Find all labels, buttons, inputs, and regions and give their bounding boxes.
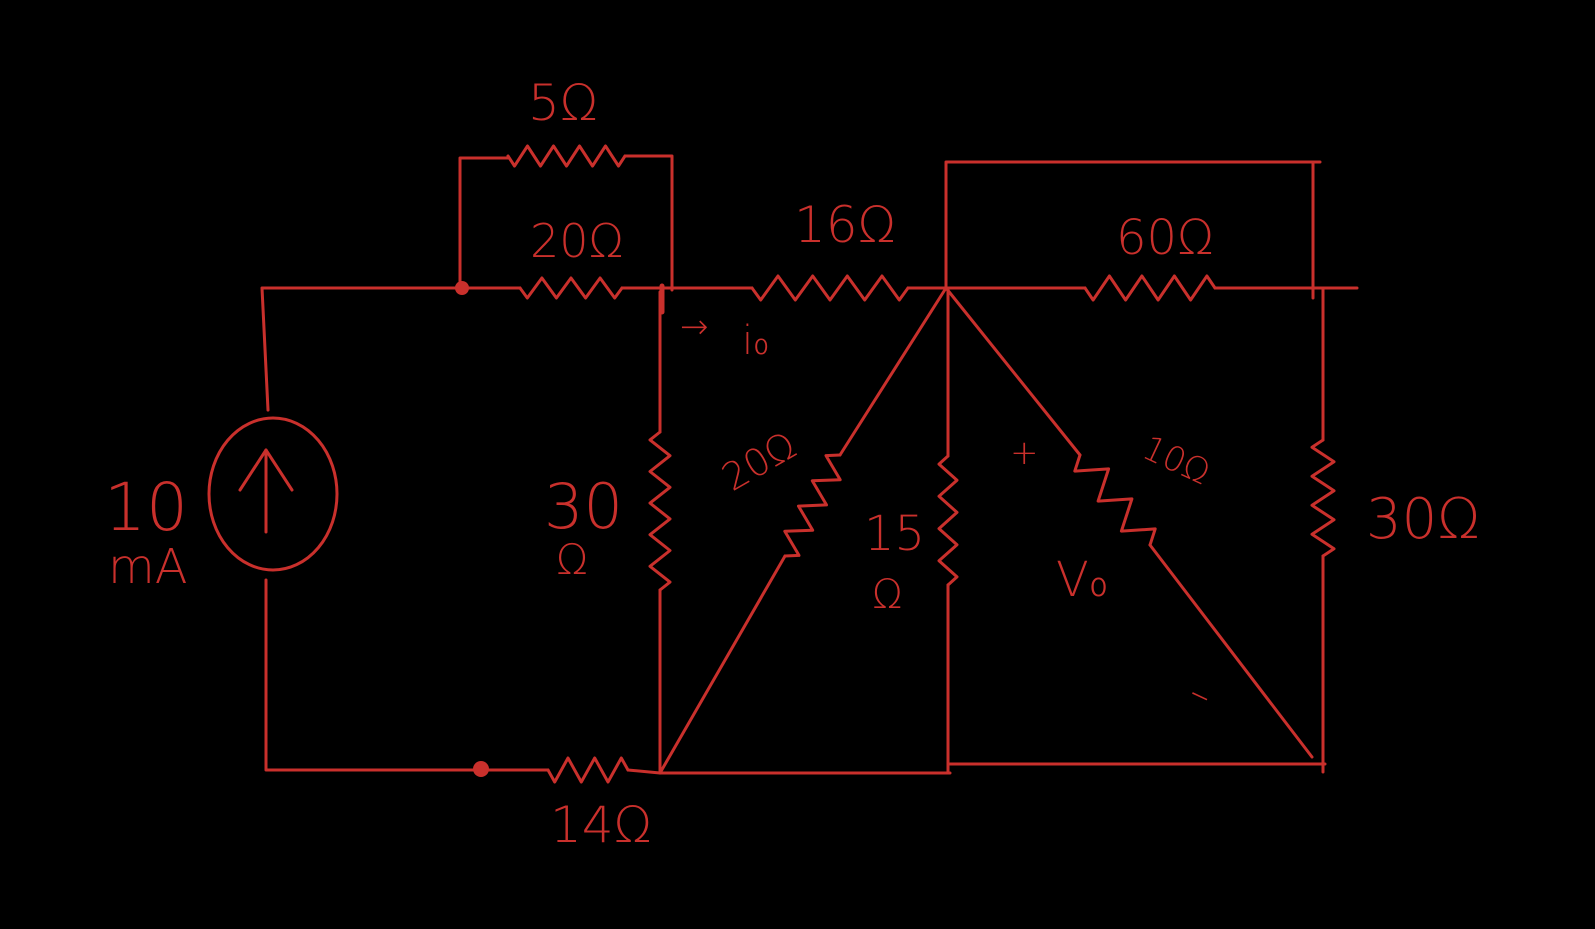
wires [260,154,1359,777]
voltage-vo-label: V₀ [1056,552,1108,608]
resistor-20ohm-diag [783,453,842,558]
resistor-60ohm [1083,274,1217,302]
current-arrow-label: → [680,307,709,347]
node-a-dot [455,281,469,295]
resistor-30ohm-right [1310,438,1336,558]
voltage-plus-sign: + [1010,433,1039,473]
arrow-up-icon [238,448,294,534]
resistor-5ohm [506,144,627,168]
resistor-20ohm-top [518,276,624,300]
wire-diag-20ohm-upper [838,286,948,457]
current-source [207,416,339,572]
resistor-16ohm [750,274,910,302]
labels: 10 mA 5Ω 20Ω 16Ω 60Ω 30 Ω 20Ω 15 Ω 10Ω 3… [104,74,1480,854]
wire-source-bottom [264,578,482,772]
wire-diag-10ohm-lower [1148,543,1314,759]
resistors [506,144,1336,784]
resistor-14ohm [546,756,630,784]
label-5ohm: 5Ω [528,74,598,132]
label-10ohm-diag: 10Ω [1136,428,1216,494]
wire-top-short [944,160,1322,290]
source-unit-label: mA [108,539,188,595]
label-14ohm: 14Ω [550,796,652,854]
resistor-10ohm-diag [1073,453,1157,547]
wire-diag-10ohm-upper [944,286,1082,457]
label-30ohm-right: 30Ω [1366,487,1480,552]
wire-14ohm-right [626,768,662,775]
label-30ohm-left-value: 30 [544,470,623,543]
label-15ohm-unit: Ω [872,572,903,618]
label-16ohm: 16Ω [794,196,896,254]
resistor-15ohm [937,454,959,587]
wire-diag-20ohm-lower [658,554,787,775]
node-bottom-dot [473,761,489,777]
current-source-circle [207,416,339,572]
label-30ohm-left-unit: Ω [556,535,588,584]
source-value-label: 10 [104,469,188,546]
wire-5ohm-right [623,154,674,292]
label-20ohm-diag: 20Ω [715,423,804,500]
voltage-minus-sign: – [1182,669,1220,719]
wire-source-top [260,286,462,412]
resistor-30ohm-left [648,430,672,592]
label-20ohm-top: 20Ω [530,214,624,268]
label-15ohm-value: 15 [864,506,925,562]
label-60ohm: 60Ω [1116,210,1214,266]
wire-5ohm-left [458,156,510,290]
current-io-label: i₀ [742,318,769,364]
